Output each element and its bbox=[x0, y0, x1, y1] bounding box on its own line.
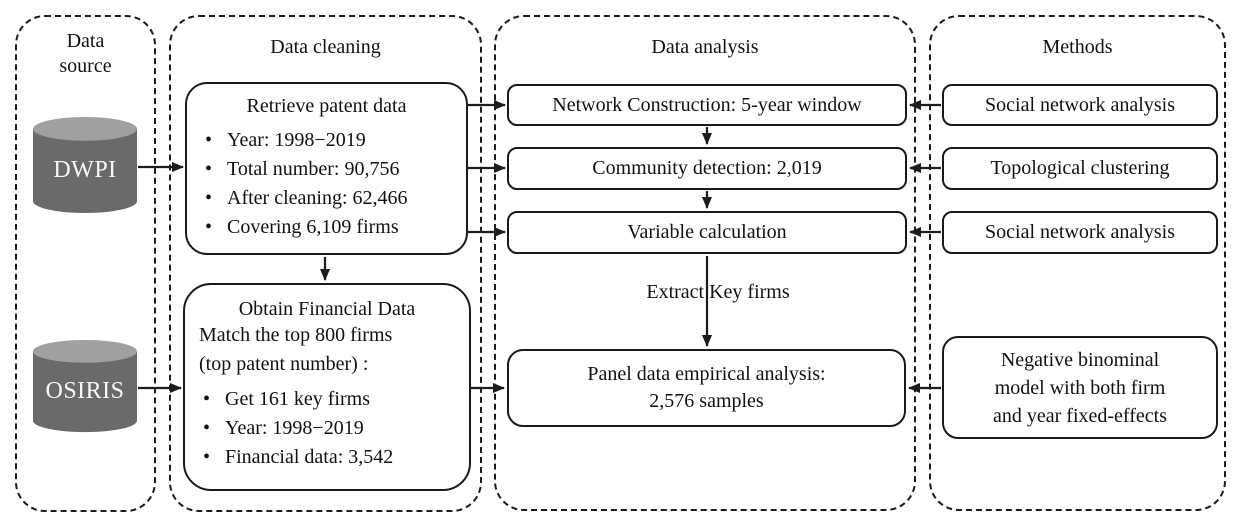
bullet-item: Financial data: 3,542 bbox=[185, 443, 469, 472]
obtain-financial-data-box: Obtain Financial Data Match the top 800 … bbox=[183, 283, 471, 491]
panel-box-line1: Panel data empirical analysis: bbox=[587, 363, 826, 385]
obtain-box-bullets: Get 161 key firms Year: 1998−2019 Financ… bbox=[185, 385, 469, 472]
variable-calculation-box: Variable calculation bbox=[507, 211, 907, 254]
retrieve-box-bullets: Year: 1998−2019 Total number: 90,756 Aft… bbox=[187, 126, 466, 242]
community-detection-box: Community detection: 2,019 bbox=[507, 147, 907, 190]
negbin-line1: Negative binominal bbox=[1000, 348, 1160, 371]
bullet-item: Year: 1998−2019 bbox=[187, 126, 466, 155]
obtain-box-line: Match the top 800 firms bbox=[199, 324, 393, 346]
database-cylinder-icon bbox=[33, 339, 137, 433]
network-construction-box: Network Construction: 5-year window bbox=[507, 84, 907, 126]
bullet-item: Total number: 90,756 bbox=[187, 155, 466, 184]
method-social-network-analysis-box-1: Social network analysis bbox=[942, 84, 1218, 126]
bullet-item: Year: 1998−2019 bbox=[185, 414, 469, 443]
bullet-item: Covering 6,109 firms bbox=[187, 213, 466, 242]
data-analysis-title: Data analysis bbox=[651, 36, 759, 58]
retrieve-box-title: Retrieve patent data bbox=[246, 95, 407, 117]
database-cylinder-icon bbox=[33, 116, 137, 214]
methods-group: Methods bbox=[929, 15, 1226, 511]
extract-key-firms-label: Extract Key firms bbox=[646, 281, 790, 303]
data-source-group: Data source bbox=[15, 15, 156, 512]
method-topological-clustering-box: Topological clustering bbox=[942, 147, 1218, 190]
osiris-database: OSIRIS bbox=[33, 339, 137, 434]
obtain-box-title: Obtain Financial Data bbox=[238, 298, 416, 320]
retrieve-patent-data-box: Retrieve patent data Year: 1998−2019 Tot… bbox=[185, 82, 468, 255]
negative-binominal-model-box: Negative binominal model with both firm … bbox=[942, 336, 1218, 439]
panel-data-analysis-box: Panel data empirical analysis: 2,576 sam… bbox=[507, 349, 906, 427]
dwpi-database: DWPI bbox=[33, 116, 137, 215]
bullet-item: Get 161 key firms bbox=[185, 385, 469, 414]
panel-box-line2: 2,576 samples bbox=[649, 390, 764, 412]
osiris-label: OSIRIS bbox=[45, 377, 125, 404]
method-social-network-analysis-box-2: Social network analysis bbox=[942, 211, 1218, 254]
negbin-line2: model with both firm bbox=[994, 376, 1166, 399]
dwpi-label: DWPI bbox=[53, 156, 117, 183]
data-source-title: Data source bbox=[59, 30, 112, 77]
methods-title: Methods bbox=[1042, 36, 1113, 58]
negbin-line3: and year fixed-effects bbox=[993, 404, 1167, 427]
data-cleaning-group: Data cleaning bbox=[169, 15, 482, 512]
obtain-box-line: (top patent number) : bbox=[199, 353, 369, 375]
bullet-item: After cleaning: 62,466 bbox=[187, 184, 466, 213]
data-cleaning-title: Data cleaning bbox=[270, 36, 381, 58]
data-analysis-group: Data analysis bbox=[494, 15, 916, 511]
